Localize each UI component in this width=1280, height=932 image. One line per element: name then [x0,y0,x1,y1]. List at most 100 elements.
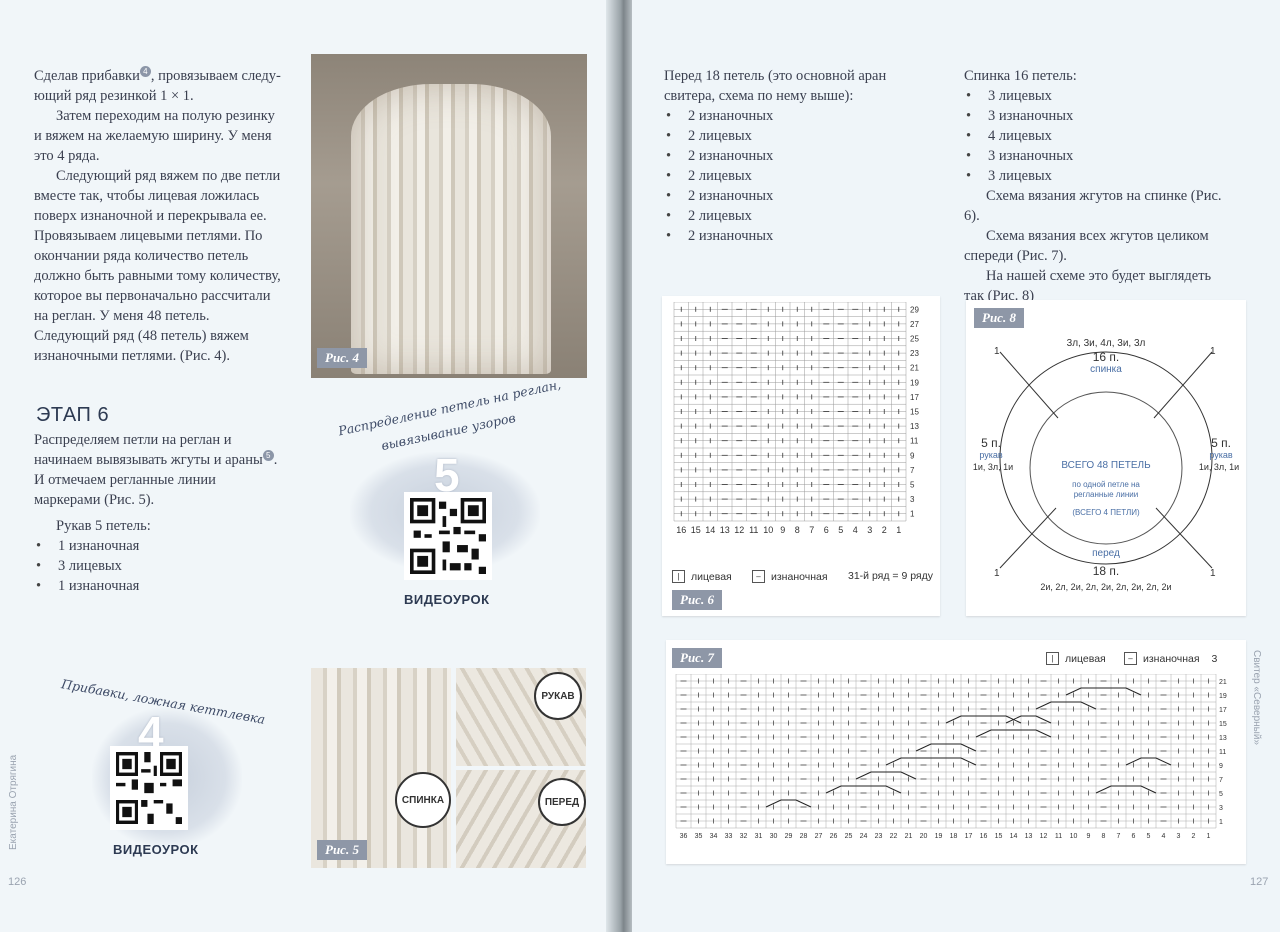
tag-sleeve: РУКАВ [534,672,582,720]
cable-cross [945,715,1022,724]
row-number: 11 [910,437,919,446]
col-number: 19 [935,833,943,840]
tag-back: СПИНКА [395,772,451,828]
sleeve-list: 1 изнаночная 3 лицевых 1 изнаночная [34,536,284,596]
right-sleeve-formula: 1и, 3л, 1и [1198,462,1240,472]
col-number: 12 [1040,833,1048,840]
fig5-photo-bottom-right: ПЕРЕД [456,770,586,868]
cable-cross [1035,701,1097,710]
side-author: Екатерина Отрягина [8,754,19,850]
qr4-code[interactable] [110,746,188,830]
col-number: 3 [867,525,872,535]
back-description: Спинка 16 петель: 3 лицевых 3 изнаночных… [964,66,1229,306]
col-number: 6 [1132,833,1136,840]
row-number: 25 [910,335,919,344]
front-count: 18 п. [1092,564,1120,578]
fig6-legend-knit: | лицевая [672,570,732,583]
right-sleeve-count: 5 п. [1211,436,1231,450]
col-number: 21 [905,833,913,840]
col-number: 11 [749,525,758,535]
col-number: 30 [770,833,778,840]
right-sleeve-name: рукав [1209,450,1233,460]
stage-text: Распределяем петли на реглан и начинаем … [34,430,284,596]
col-number: 34 [710,833,718,840]
fig7-legend-purl: – изнаночная 3 [1124,652,1217,665]
col-number: 9 [1087,833,1091,840]
row-number: 17 [910,393,919,402]
row-number: 9 [910,451,915,460]
col-number: 11 [1055,833,1062,840]
col-number: 32 [740,833,748,840]
col-number: 13 [1025,833,1033,840]
knit-symbol: | [672,570,685,583]
row-number: 3 [1219,805,1223,812]
qr-code-icon [410,498,486,574]
purl-symbol: – [1124,652,1137,665]
col-number: 16 [980,833,988,840]
paragraph-2: Затем переходим на полую резинку и вяжем… [34,108,275,164]
stage-text-b: . И отмечаем регланные линии маркерами (… [34,452,278,508]
front-name: перед [1092,548,1120,559]
col-number: 17 [965,833,973,840]
col-number: 8 [795,525,800,535]
col-number: 5 [1147,833,1151,840]
tag-front: ПЕРЕД [538,778,586,826]
cable-cross [975,729,1052,738]
col-number: 28 [800,833,808,840]
col-number: 16 [676,525,686,535]
qr5-code[interactable] [404,492,492,580]
front-formula: 2и, 2л, 2и, 2л, 2и, 2л, 2и, 2л, 2и [1040,582,1172,592]
list-item: 2 изнаночных [664,226,904,246]
row-number: 7 [910,466,915,475]
cable-cross [915,743,977,752]
fig7-cells [675,674,1217,829]
col-number: 27 [815,833,823,840]
row-number: 21 [1219,679,1227,686]
list-item: 2 изнаночных [664,186,904,206]
col-number: 2 [882,525,887,535]
col-number: 33 [725,833,733,840]
cable-cross [855,771,917,780]
row-number: 1 [1219,819,1223,826]
list-item: 3 лицевых [34,556,284,576]
cable-cross [885,757,977,766]
back-count: 16 п. [1092,350,1120,364]
fig7-legend-knit: | лицевая [1046,652,1106,665]
list-item: 1 изнаночная [34,536,284,556]
col-number: 15 [691,525,701,535]
fig6-label: Рис. 6 [672,590,722,610]
row-number: 29 [910,305,919,314]
paragraph-3: Следующий ряд вяжем по две петли вместе … [34,168,281,364]
col-number: 4 [1162,833,1166,840]
paragraph-1a: Сделав прибавки [34,68,140,84]
knit-symbol: | [1046,652,1059,665]
row-number: 5 [1219,791,1223,798]
row-number: 3 [910,495,915,504]
col-number: 29 [785,833,793,840]
cable-cross [765,799,812,808]
side-book-title: Свитер «Северный» [1251,650,1262,746]
center-total: ВСЕГО 48 ПЕТЕЛЬ [1061,460,1151,471]
col-number: 23 [875,833,883,840]
list-item: 2 лицевых [664,126,904,146]
row-number: 11 [1219,749,1226,756]
row-number: 19 [910,378,919,387]
list-item: 3 изнаночных [964,106,1229,126]
col-number: 15 [995,833,1003,840]
row-number: 21 [910,364,919,373]
fig6-cells [673,302,907,522]
back-intro: Спинка 16 петель: [964,68,1077,84]
list-item: 2 изнаночных [664,146,904,166]
back-formula: 3л, 3и, 4л, 3и, 3л [1066,338,1146,349]
col-number: 5 [838,525,843,535]
corner-mark-bottom-right: 1 [1210,568,1216,579]
fig8-card: Рис. 8 1 1 1 1 3л, 3и, 4л, 3и, 3л 16 п. … [966,300,1246,616]
row-number: 13 [910,422,919,431]
legend-knit-label: лицевая [1065,652,1106,665]
page-number-left: 126 [8,876,27,888]
stage-text-a: Распределяем петли на реглан и начинаем … [34,432,263,468]
